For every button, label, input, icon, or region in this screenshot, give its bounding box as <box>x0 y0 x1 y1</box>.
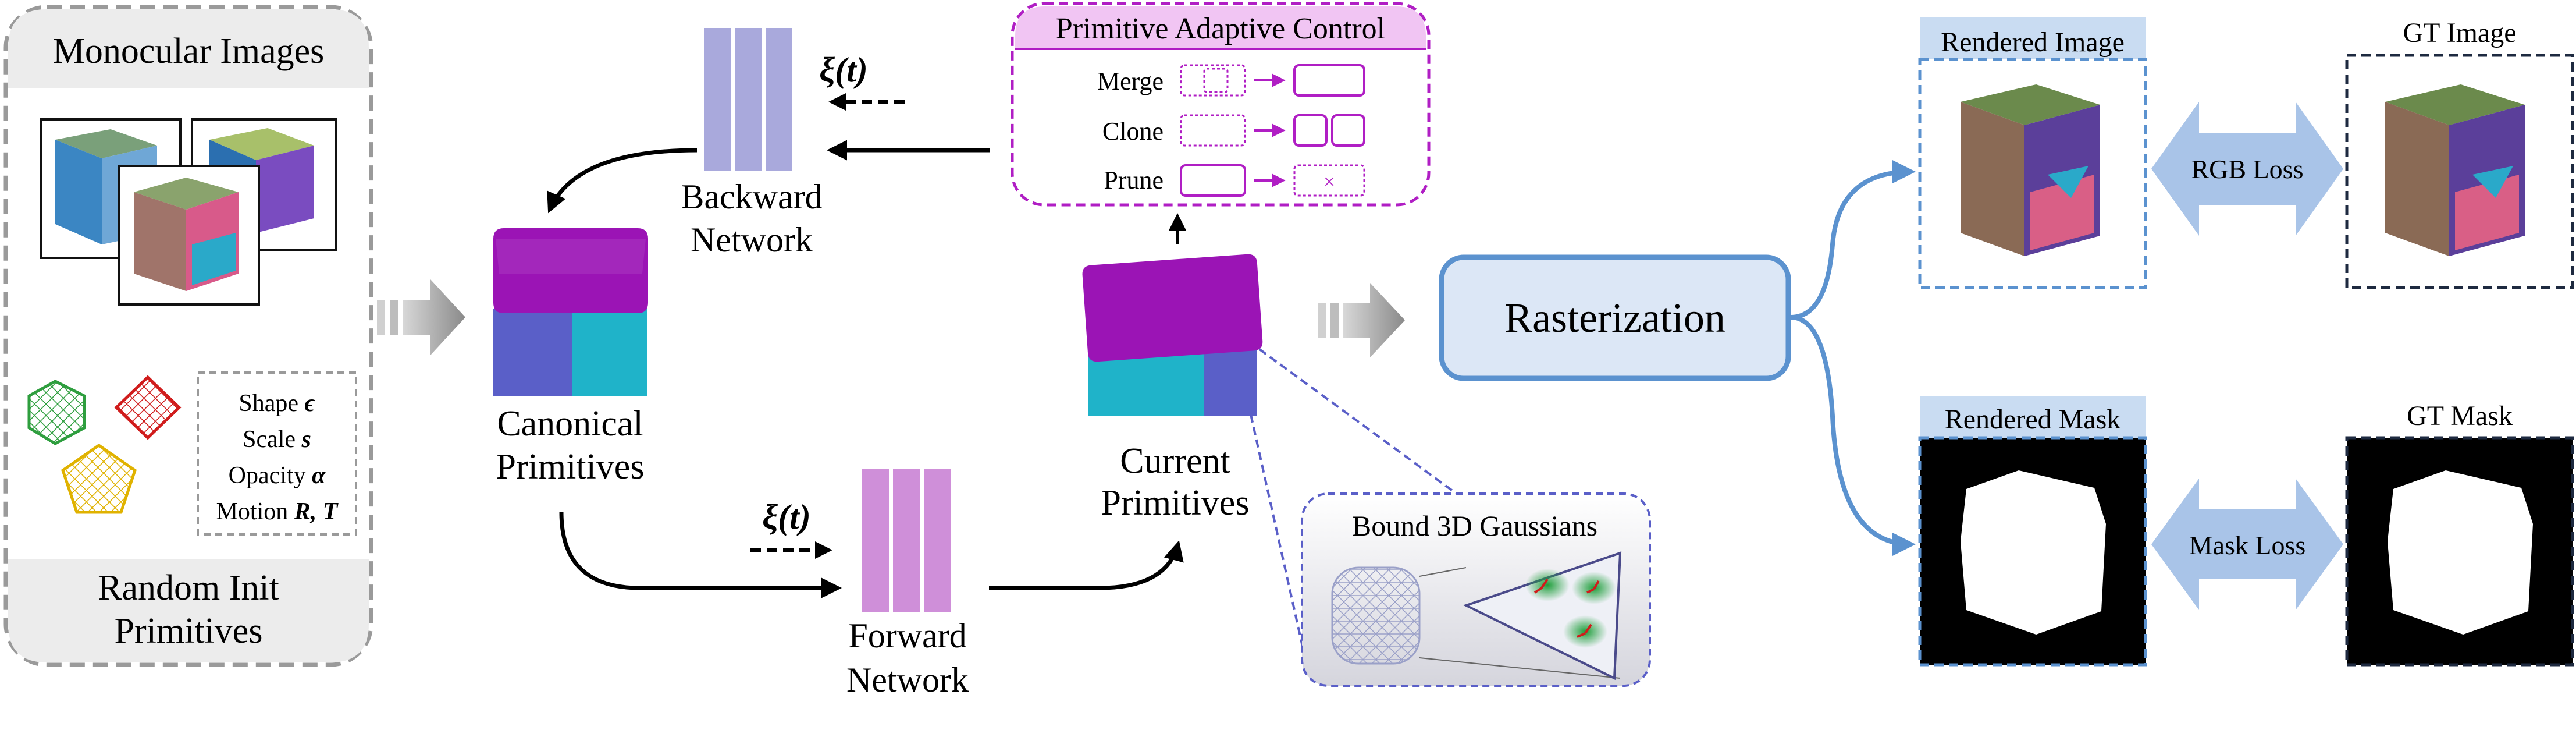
gt-image-cube <box>2385 84 2525 256</box>
gt-image-label: GT Image <box>2403 17 2516 48</box>
clone-illustration <box>1180 114 1365 147</box>
monocular-images-title: Monocular Images <box>53 31 325 71</box>
bound-3d-gaussians-title: Bound 3D Gaussians <box>1352 509 1597 542</box>
mask-loss-arrow <box>2151 479 2343 610</box>
random-init-title-line1: Random Init <box>98 568 279 608</box>
forward-label-line2: Network <box>846 661 969 699</box>
rendered-image-header <box>1920 17 2146 59</box>
rgb-loss-label: RGB Loss <box>2191 154 2304 184</box>
pac-row-clone: Clone <box>1102 117 1164 146</box>
rendered-image-label: Rendered Image <box>1941 27 2125 58</box>
input-image-front <box>134 178 239 291</box>
xi-label-backward: ξ(t) <box>819 51 868 89</box>
canonical-primitives-cube <box>493 228 648 396</box>
yellow-pentagon-primitive <box>61 443 137 514</box>
input-image-stack <box>40 118 337 306</box>
current-primitives-cube <box>1082 254 1263 416</box>
bound-3d-gaussians-panel <box>1301 492 1651 687</box>
rendered-mask-header <box>1920 396 2146 438</box>
prune-x-mark: × <box>1323 170 1335 193</box>
backward-label-line1: Backward <box>681 178 822 216</box>
random-init-title-line2: Primitives <box>115 611 263 651</box>
zoom-line-lower <box>1250 414 1310 676</box>
pac-row-merge: Merge <box>1097 67 1164 95</box>
forward-to-current-arrow <box>989 540 1184 590</box>
backward-network <box>704 28 792 171</box>
input-panel: Monocular Images Random Init Primitives <box>3 5 373 667</box>
gray-flow-arrow-1 <box>377 279 465 355</box>
xi-label-forward: ξ(t) <box>762 498 811 536</box>
attr-scale: Scale s <box>243 426 311 453</box>
attr-opacity: Opacity α <box>229 462 326 489</box>
current-label-line1: Current <box>1120 441 1230 481</box>
red-diamond-primitive <box>114 375 182 440</box>
forward-label-line1: Forward <box>848 616 966 655</box>
gray-flow-arrow-2 <box>1318 283 1405 357</box>
mask-loss-label: Mask Loss <box>2189 530 2306 560</box>
rendered-image-cube <box>1961 84 2100 256</box>
rasterization-box <box>1439 254 1791 381</box>
rendered-mask-silhouette <box>1961 470 2106 635</box>
attr-shape: Shape ϵ <box>239 390 315 417</box>
zoom-line-upper <box>1258 348 1467 502</box>
attr-motion: Motion R, T <box>216 498 339 525</box>
gt-mask-label: GT Mask <box>2407 401 2513 431</box>
prune-illustration: × <box>1180 164 1365 197</box>
current-label-line2: Primitives <box>1101 483 1250 523</box>
rasterization-label: Rasterization <box>1504 295 1725 341</box>
attribute-box <box>197 371 357 536</box>
merge-illustration <box>1180 64 1365 97</box>
raster-to-mask-arrow <box>1790 315 1916 556</box>
backward-label-line2: Network <box>691 221 813 259</box>
gt-mask-silhouette <box>2388 470 2533 635</box>
canonical-label-line2: Primitives <box>496 447 645 487</box>
green-hexagon-primitive <box>27 380 86 445</box>
forward-network <box>862 469 951 612</box>
rendered-mask-label: Rendered Mask <box>1945 404 2121 435</box>
canonical-to-forward-arrow <box>559 512 842 598</box>
pac-title: Primitive Adaptive Control <box>1056 12 1385 45</box>
primitive-adaptive-control-panel <box>1011 2 1431 207</box>
rgb-loss-arrow <box>2151 102 2343 236</box>
pac-row-prune: Prune <box>1104 166 1164 194</box>
raster-to-image-arrow <box>1790 160 1916 320</box>
canonical-label-line1: Canonical <box>497 404 643 444</box>
backward-to-canonical-arrow <box>547 148 698 214</box>
